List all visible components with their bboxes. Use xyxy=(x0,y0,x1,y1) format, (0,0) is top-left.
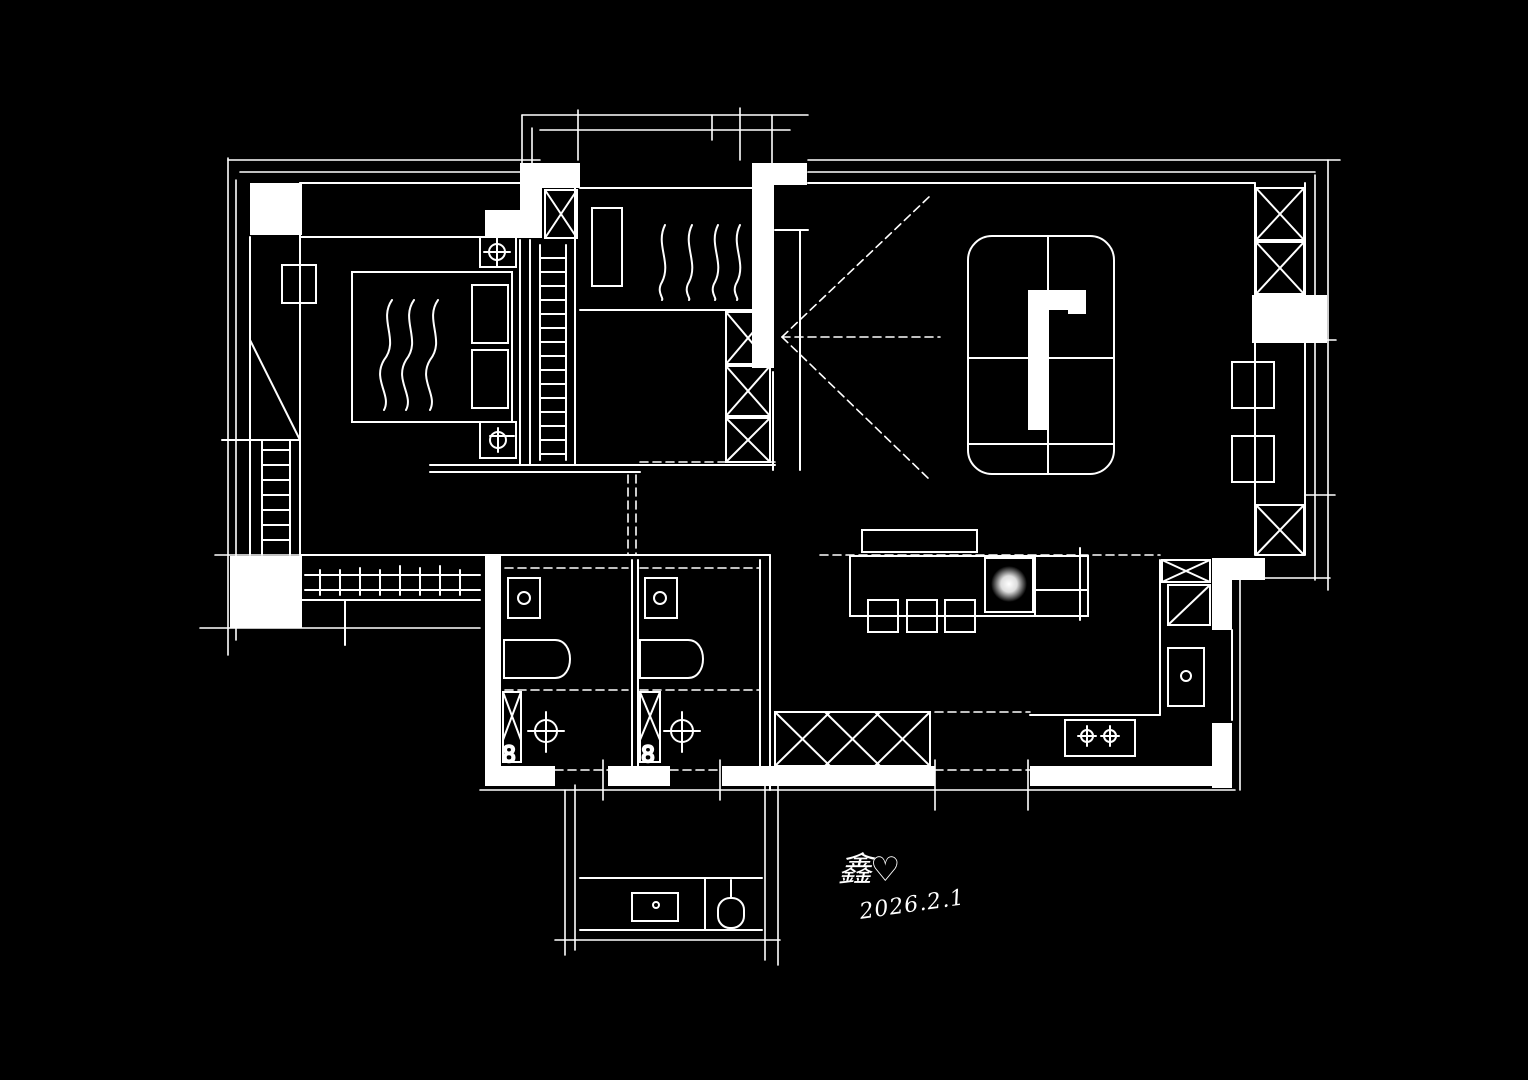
washer-symbol: 8 xyxy=(502,743,516,768)
kitchen xyxy=(774,559,1211,767)
living-room xyxy=(967,187,1305,556)
signature-name: 鑫♡ xyxy=(838,842,901,891)
hallway-shelf xyxy=(304,565,481,646)
pendant-light-icon xyxy=(991,566,1027,602)
walls xyxy=(230,163,1327,788)
dimension-lines xyxy=(199,107,1341,966)
bedroom-one xyxy=(351,189,578,466)
bathroom-one xyxy=(502,577,571,763)
balcony xyxy=(579,877,763,931)
door-openings xyxy=(504,195,1161,771)
washer-symbol-two: 8 xyxy=(641,743,655,768)
wall-outlines xyxy=(249,182,1306,791)
left-window xyxy=(221,264,317,556)
signature-text: 鑫 xyxy=(838,850,872,890)
bedroom-two xyxy=(591,207,771,463)
heart-icon: ♡ xyxy=(870,850,901,890)
bathroom-two xyxy=(639,577,704,763)
kitchen-island xyxy=(849,529,1089,633)
